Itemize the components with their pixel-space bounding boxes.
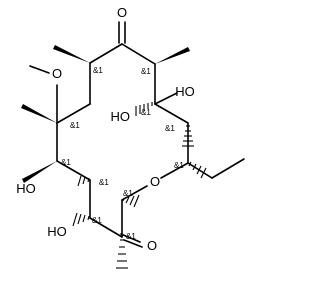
bond bbox=[121, 185, 148, 201]
stereo-descriptor: &1 bbox=[126, 232, 136, 241]
stereo-descriptor: &1 bbox=[61, 158, 71, 167]
hashed-bond bbox=[116, 239, 128, 269]
bond bbox=[89, 43, 123, 64]
wedge-bond bbox=[53, 45, 90, 63]
bond bbox=[154, 103, 189, 124]
bond bbox=[120, 233, 141, 243]
bond bbox=[29, 65, 50, 74]
hashed-bond bbox=[77, 175, 90, 187]
molecule-structure: O O HO HO HO HO O O &1 &1 &1 &1 &1 &1 &1… bbox=[16, 5, 245, 269]
wedge-bond bbox=[155, 47, 190, 64]
bond bbox=[89, 217, 123, 238]
stereo-descriptor: &1 bbox=[165, 124, 175, 133]
stereo-descriptor: &1 bbox=[141, 108, 151, 117]
stereo-descriptors: &1 &1 &1 &1 &1 &1 &1 &1 &1 &1 &1 bbox=[61, 66, 184, 241]
wedge-bond bbox=[21, 104, 57, 123]
stereo-descriptor: &1 bbox=[99, 178, 109, 187]
ring-oxygen-label: O bbox=[150, 174, 160, 189]
hashed-bond bbox=[122, 194, 140, 208]
stereo-descriptor: &1 bbox=[141, 67, 151, 76]
hydroxyl-label: HO bbox=[175, 84, 195, 99]
carbonyl-oxygen-label: O bbox=[147, 238, 157, 253]
atom-labels: O O HO HO HO HO O O bbox=[16, 5, 195, 253]
bond bbox=[211, 158, 245, 179]
hashed-bond bbox=[182, 125, 194, 147]
hydroxyl-label: HO bbox=[47, 224, 67, 239]
wedge-bonds bbox=[21, 45, 190, 183]
stereo-descriptor: &1 bbox=[123, 189, 133, 198]
ketone-oxygen-label: O bbox=[117, 5, 127, 20]
bond bbox=[123, 239, 143, 248]
bond bbox=[160, 162, 189, 179]
hydroxyl-label: HO bbox=[16, 181, 36, 196]
bond bbox=[56, 103, 91, 124]
methoxy-oxygen-label: O bbox=[52, 66, 62, 81]
stereo-descriptor: &1 bbox=[93, 66, 103, 75]
hashed-bond bbox=[135, 102, 153, 116]
stereo-descriptor: &1 bbox=[92, 216, 102, 225]
bond bbox=[121, 43, 156, 65]
stereo-descriptor: &1 bbox=[70, 121, 80, 130]
bond bbox=[56, 160, 91, 181]
bond bbox=[154, 92, 178, 105]
hashed-bond bbox=[72, 212, 90, 227]
hashed-bonds bbox=[72, 102, 207, 269]
wedge-bond bbox=[22, 161, 57, 183]
bonds bbox=[29, 21, 245, 248]
hashed-bond bbox=[188, 161, 207, 179]
stereo-descriptor: &1 bbox=[174, 161, 184, 170]
bond bbox=[187, 162, 213, 179]
hydroxyl-label: HO bbox=[111, 109, 131, 124]
